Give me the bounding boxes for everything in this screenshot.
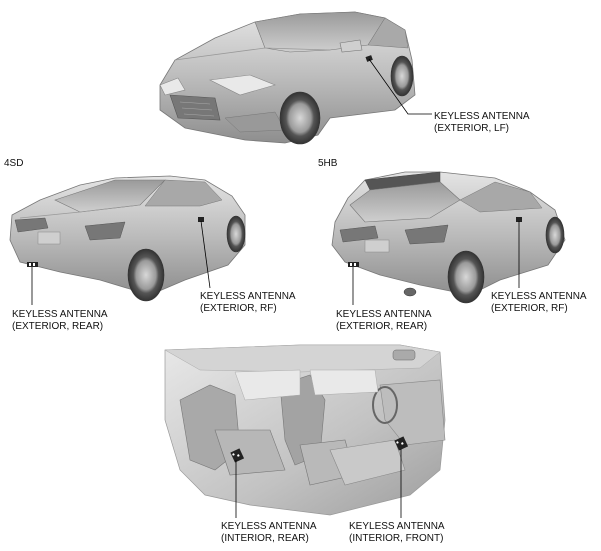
sedan-rear-illustration (9, 175, 246, 302)
callout-hb-exterior-rear: KEYLESS ANTENNA (EXTERIOR, REAR) (336, 309, 432, 333)
front-car-illustration (159, 11, 416, 145)
callout-exterior-lf: KEYLESS ANTENNA (EXTERIOR, LF) (434, 111, 530, 135)
variant-label-4sd: 4SD (4, 158, 24, 169)
callout-interior-rear-line1: KEYLESS ANTENNA (221, 521, 317, 532)
callout-hb-exterior-rear-line1: KEYLESS ANTENNA (336, 309, 432, 320)
interior-cutaway-illustration (164, 344, 446, 516)
callout-hb-exterior-rf-line2: (EXTERIOR, RF) (491, 303, 568, 314)
callout-interior-front-line2: (INTERIOR, FRONT) (349, 533, 444, 544)
callout-interior-rear-line2: (INTERIOR, REAR) (221, 533, 309, 544)
variant-label-5hb: 5HB (318, 158, 338, 169)
leader-line-sd-rf (200, 220, 211, 289)
callout-hb-exterior-rear-line2: (EXTERIOR, REAR) (336, 321, 428, 332)
callout-exterior-lf-line1: KEYLESS ANTENNA (434, 111, 530, 122)
callout-sd-exterior-rf-line2: (EXTERIOR, RF) (200, 303, 277, 314)
callout-sd-exterior-rf-line1: KEYLESS ANTENNA (200, 291, 296, 302)
callout-sd-exterior-rear: KEYLESS ANTENNA (EXTERIOR, REAR) (12, 309, 108, 333)
leader-line-front-lf (368, 58, 432, 115)
hatchback-rear-illustration (331, 171, 566, 304)
callout-exterior-lf-line2: (EXTERIOR, LF) (434, 123, 510, 134)
callout-sd-exterior-rf: KEYLESS ANTENNA (EXTERIOR, RF) (200, 291, 296, 315)
callout-hb-exterior-rf: KEYLESS ANTENNA (EXTERIOR, RF) (491, 291, 587, 315)
callout-interior-rear: KEYLESS ANTENNA (INTERIOR, REAR) (221, 521, 317, 545)
callout-interior-front: KEYLESS ANTENNA (INTERIOR, FRONT) (349, 521, 445, 545)
callout-sd-exterior-rear-line2: (EXTERIOR, REAR) (12, 321, 104, 332)
callout-interior-front-line1: KEYLESS ANTENNA (349, 521, 445, 532)
callout-sd-exterior-rear-line1: KEYLESS ANTENNA (12, 309, 108, 320)
callout-hb-exterior-rf-line1: KEYLESS ANTENNA (491, 291, 587, 302)
